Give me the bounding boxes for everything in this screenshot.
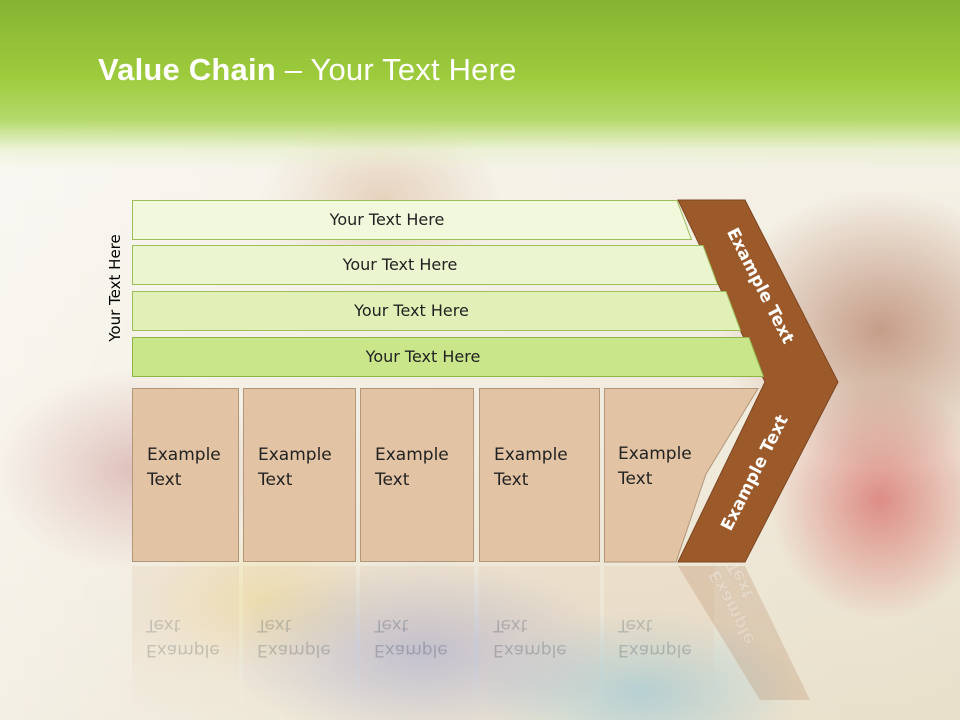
bar-4: Your Text Here [132,337,764,377]
box-2-reflection: Example Text [243,566,356,716]
box-5-reflection: Example Text [604,566,714,716]
box-5-line1: Example [618,444,692,464]
activity-box-1: Example Text [132,388,239,562]
activity-box-3: Example Text [360,388,474,562]
activity-box-5: Example Text [604,388,714,562]
reflection-4-line1: Example [493,640,567,660]
reflection-4-line2: Text [493,615,528,635]
bar-1: Your Text Here [132,200,692,240]
slide-title: Value Chain – Your Text Here [98,52,517,96]
box-2-line1: Example [258,445,332,465]
reflection-1-line2: Text [146,615,181,635]
reflection-5-line1: Example [618,640,692,660]
activity-box-4: Example Text [479,388,600,562]
box-4-reflection: Example Text [479,566,600,716]
box-1-line2: Text [147,470,182,490]
box-1-line1: Example [147,445,221,465]
bar-1-label: Your Text Here [329,210,445,229]
box-4-line2: Text [494,470,529,490]
title-bold: Value Chain [98,52,276,87]
reflection-3-line1: Example [374,640,448,660]
box-3-reflection: Example Text [360,566,474,716]
bar-2: Your Text Here [132,245,718,285]
reflection-1-line1: Example [146,640,220,660]
vertical-label: Your Text Here [106,234,124,342]
reflection-2-line2: Text [257,615,292,635]
header-band [0,0,960,170]
reflection-5-line2: Text [618,615,653,635]
title-rest: – Your Text Here [275,52,517,87]
reflection-2-line1: Example [257,640,331,660]
bar-3: Your Text Here [132,291,741,331]
bar-4-label: Your Text Here [365,347,481,366]
box-5-line2: Text [618,469,653,489]
box-3-line1: Example [375,445,449,465]
box-3-line2: Text [375,470,410,490]
bar-2-label: Your Text Here [342,255,458,274]
box-1-reflection: Example Text [132,566,239,716]
bar-3-label: Your Text Here [354,301,469,320]
box-4-line1: Example [494,445,568,465]
activity-box-2: Example Text [243,388,356,562]
reflection-3-line2: Text [374,615,409,635]
box-2-line2: Text [258,470,293,490]
